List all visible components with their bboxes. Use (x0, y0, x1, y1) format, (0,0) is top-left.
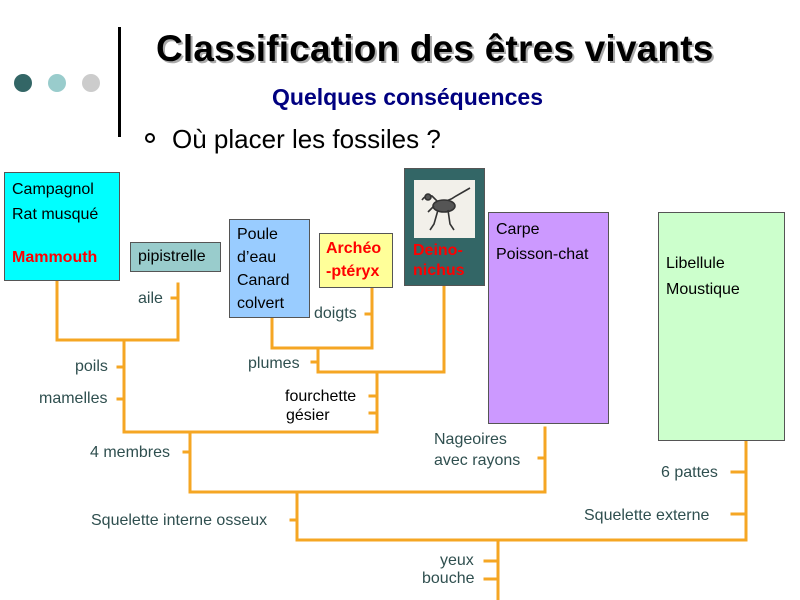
taxon-moustique: Moustique (666, 281, 740, 298)
branch-birds (270, 286, 374, 350)
taxon-canard: Canard (237, 272, 290, 289)
box-bat: pipistrelle (130, 242, 221, 272)
box-mammals: Campagnol Rat musqué Mammouth (4, 172, 120, 281)
taxon-campagnol: Campagnol (12, 181, 94, 198)
slide-title: Classification des êtres vivants (156, 28, 714, 69)
label-aile: aile (138, 290, 163, 307)
slide-subtitle: Quelques conséquences (272, 84, 543, 110)
label-bouche: bouche (422, 570, 475, 587)
taxon-poule: Poule (237, 226, 278, 243)
decor-vertical-bar (118, 27, 121, 137)
box-insects: Libellule Moustique (658, 212, 785, 441)
label-squelette-externe: Squelette externe (584, 507, 710, 524)
bullet-circle-icon (145, 133, 155, 143)
taxon-libellule: Libellule (666, 255, 725, 272)
taxon-rat-musque: Rat musqué (12, 206, 99, 223)
taxon-carpe: Carpe (496, 221, 540, 238)
label-6-pattes: 6 pattes (661, 464, 718, 481)
branch-bird-stem (316, 284, 446, 374)
label-avec-rayons: avec rayons (434, 452, 521, 469)
label-nageoires: Nageoires (434, 431, 507, 448)
taxon-pipistrelle: pipistrelle (138, 248, 206, 265)
label-fourchette: fourchette (285, 388, 357, 405)
branch-fish (188, 426, 547, 494)
taxon-mammouth: Mammouth (12, 249, 98, 266)
label-poils: poils (75, 358, 108, 375)
label-gesier: gésier (286, 407, 330, 424)
taxon-poisson-chat: Poisson-chat (496, 246, 589, 263)
box-fish: Carpe Poisson-chat (488, 212, 609, 424)
deinonychus-image (414, 180, 475, 238)
label-4-membres: 4 membres (90, 444, 171, 461)
label-doigts: doigts (314, 305, 357, 322)
taxon-deinonychus: Deino- nichus (413, 241, 465, 281)
box-deinonychus: Deino- nichus (404, 168, 485, 286)
decor-dot-1 (14, 74, 32, 92)
box-birds: Poule d’eau Canard colvert (229, 219, 310, 318)
decor-dot-2 (48, 74, 66, 92)
label-plumes: plumes (248, 355, 300, 372)
label-mamelles: mamelles (39, 390, 108, 407)
branch-mammals (55, 278, 180, 342)
taxon-deau: d’eau (237, 249, 277, 266)
label-yeux: yeux (440, 552, 474, 569)
taxon-nichus: nichus (413, 262, 465, 279)
taxon-pteryx: -ptéryx (326, 263, 380, 280)
label-squelette-interne: Squelette interne osseux (91, 512, 268, 529)
taxon-deino: Deino- (413, 242, 463, 259)
dinosaur-icon (421, 187, 471, 231)
taxon-colvert: colvert (237, 295, 285, 312)
decor-dot-3 (82, 74, 100, 92)
bullet-question: Où placer les fossiles ? (172, 124, 441, 154)
taxon-archeo: Archéo (326, 240, 382, 257)
box-archeopteryx: Archéo -ptéryx (319, 233, 393, 288)
